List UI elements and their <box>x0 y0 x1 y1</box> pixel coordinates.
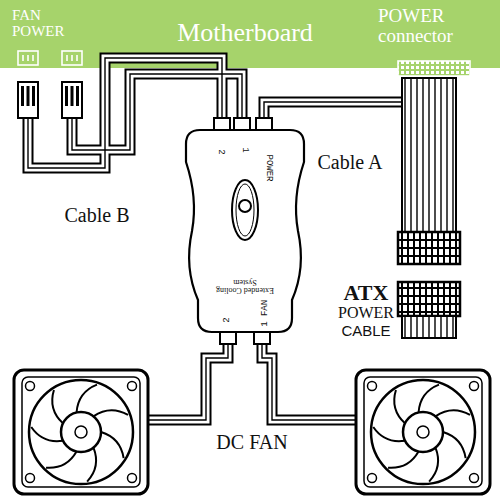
motherboard-band <box>0 0 500 68</box>
dc-fan <box>356 370 490 494</box>
fan-hub <box>75 426 87 438</box>
fan-header-icon <box>18 51 82 65</box>
cable-label: Cable A <box>318 152 383 173</box>
product-name: Extended Cooling System <box>206 278 284 295</box>
power-socket-icon <box>398 61 470 76</box>
dc-fan <box>14 370 148 494</box>
fan-label: DC FAN <box>216 432 287 453</box>
controller-body <box>186 130 304 332</box>
cable-label: ATX <box>344 281 389 304</box>
fan-blade <box>429 448 438 482</box>
fan-blade <box>77 385 97 413</box>
port-number: 2 <box>215 149 224 154</box>
fan-blade <box>31 427 63 441</box>
header-label: POWER connector <box>378 6 488 46</box>
motherboard-band: FAN POWER Motherboard POWER connector <box>0 0 500 68</box>
fan-plug <box>18 82 82 118</box>
port-label: FAN <box>261 300 270 316</box>
controller-box: 2POWER1Extended Cooling SystemFAN12 <box>182 128 308 334</box>
fan-blade <box>87 448 96 482</box>
port-number: 1 <box>261 321 270 326</box>
knob-slot <box>236 184 254 236</box>
fan-blade <box>419 385 439 413</box>
wire-bundles <box>28 58 402 420</box>
fan-blade <box>435 410 470 416</box>
fan-blade <box>394 390 405 423</box>
controller-outline <box>182 128 308 334</box>
fan-blade <box>52 390 63 423</box>
fan-hub <box>417 426 429 438</box>
port-label: POWER <box>263 154 272 181</box>
fan-blade <box>101 432 124 458</box>
board-title: Motherboard <box>177 19 313 46</box>
header-label: FAN POWER <box>12 8 74 40</box>
cable-label: POWER <box>338 305 394 322</box>
fan-blade <box>373 427 405 441</box>
port-number: 1 <box>239 147 248 152</box>
fan-blade <box>93 410 128 416</box>
fan-blade <box>388 451 419 467</box>
fan-blade <box>46 451 77 467</box>
port-number: 2 <box>223 317 232 322</box>
cable-label: CABLE <box>341 323 390 339</box>
atx-cable <box>398 78 460 338</box>
knob-slot <box>232 180 258 240</box>
speed-knob <box>239 200 251 212</box>
cable-label: Cable B <box>65 205 130 226</box>
fan-blade <box>443 432 466 458</box>
